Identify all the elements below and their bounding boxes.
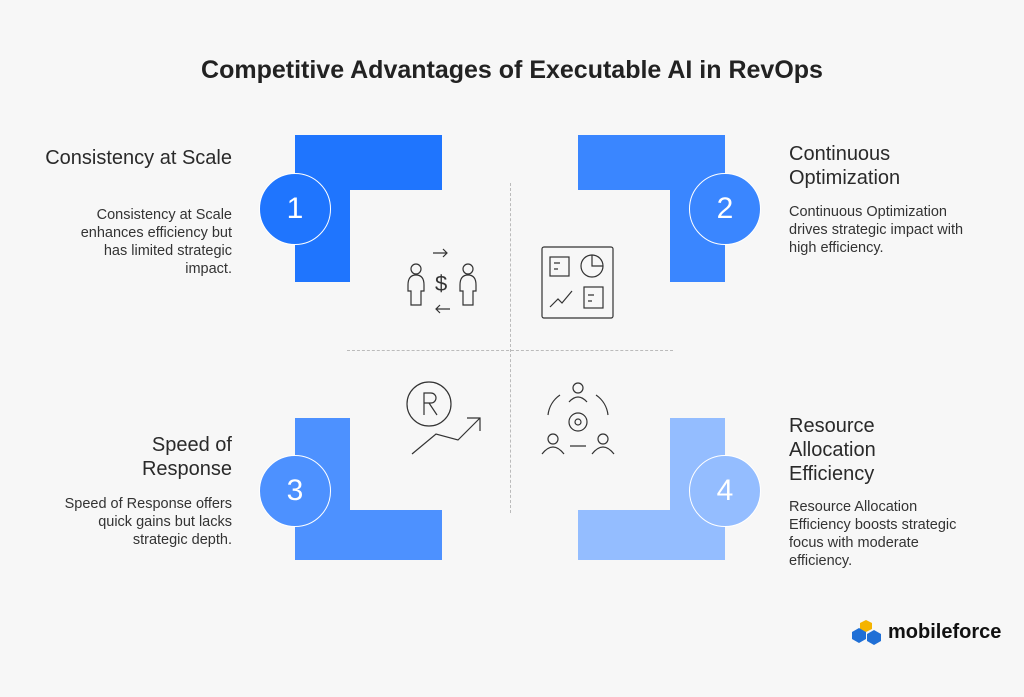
money-exchange-icon: $ — [407, 248, 477, 314]
l-shape-4-bar — [578, 510, 725, 560]
page-title: Competitive Advantages of Executable AI … — [201, 56, 823, 84]
desc-3: Speed of Response offers quick gains but… — [64, 496, 232, 548]
vertical-divider — [510, 183, 511, 513]
desc-1: Consistency at Scale enhances efficiency… — [80, 207, 232, 277]
brand-logo: mobileforce — [850, 618, 1001, 646]
heading-1: Consistency at Scale — [45, 147, 232, 169]
l-shape-3-bar — [295, 510, 442, 560]
team-gear-icon — [541, 382, 615, 455]
number-badge-1: 1 — [259, 173, 331, 245]
dashboard-icon — [541, 246, 614, 319]
revenue-growth-icon — [406, 381, 481, 455]
desc-2: Continuous Optimization drives strategic… — [789, 204, 964, 256]
number-badge-4: 4 — [689, 455, 761, 527]
desc-4: Resource Allocation Efficiency boosts st… — [789, 499, 957, 569]
heading-3: Speed of Response — [141, 434, 232, 480]
mobileforce-logo-icon — [852, 620, 881, 645]
brand-name: mobileforce — [888, 620, 1002, 643]
number-badge-2: 2 — [689, 173, 761, 245]
number-badge-3: 3 — [259, 455, 331, 527]
heading-2: Continuous Optimization — [789, 143, 901, 189]
horizontal-divider — [347, 350, 673, 351]
svg-text:$: $ — [435, 271, 447, 296]
heading-4: Resource Allocation Efficiency — [789, 415, 876, 485]
